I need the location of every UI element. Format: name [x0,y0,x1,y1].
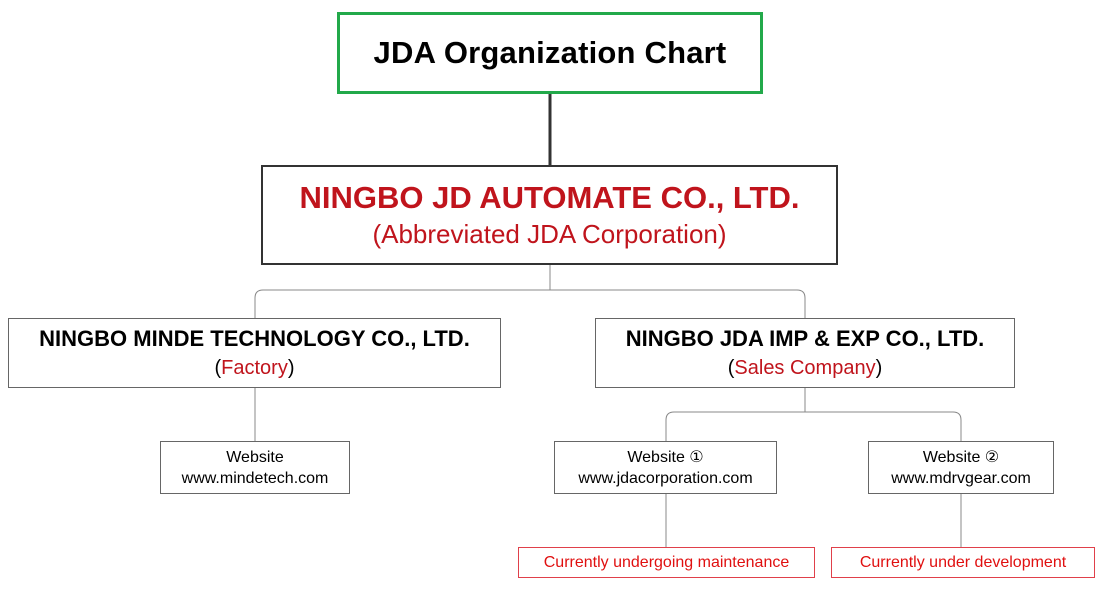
website-url[interactable]: www.mdrvgear.com [891,469,1031,487]
status-box-development: Currently under development [831,547,1095,578]
chart-title-box: JDA Organization Chart [337,12,763,94]
chart-title: JDA Organization Chart [373,35,727,70]
subsidiary-role-line: (Sales Company) [728,354,883,382]
subsidiary-box-factory: NINGBO MINDE TECHNOLOGY CO., LTD. (Facto… [8,318,501,388]
subsidiary-role-line: (Factory) [214,354,294,382]
website-box-mdrvgear: Website ② www.mdrvgear.com [868,441,1054,494]
role-open-paren: ( [214,357,222,379]
website-status: Currently undergoing maintenance [543,553,790,571]
website-url[interactable]: www.mindetech.com [181,469,329,487]
subsidiary-name: NINGBO MINDE TECHNOLOGY CO., LTD. [39,326,470,351]
subsidiary-role: Factory [221,357,288,379]
main-company-box: NINGBO JD AUTOMATE CO., LTD. (Abbreviate… [261,165,838,265]
main-to-subsidiaries-connector [254,265,806,318]
website-status: Currently under development [859,553,1067,571]
status-box-maintenance: Currently undergoing maintenance [518,547,815,578]
sales-to-websites-connector [665,388,962,441]
website-label: Website ① [627,448,704,466]
main-company-abbreviation: (Abbreviated JDA Corporation) [372,219,727,249]
main-company-name: NINGBO JD AUTOMATE CO., LTD. [299,180,800,215]
website-label: Website ② [922,448,1000,466]
role-open-paren: ( [727,357,735,379]
subsidiary-box-sales: NINGBO JDA IMP & EXP CO., LTD. (Sales Co… [595,318,1015,388]
website-url[interactable]: www.jdacorporation.com [578,469,753,487]
website-box-mindetech: Website www.mindetech.com [160,441,350,494]
role-close-paren: ) [287,357,295,379]
role-close-paren: ) [875,357,883,379]
subsidiary-role: Sales Company [734,357,876,379]
subsidiary-name: NINGBO JDA IMP & EXP CO., LTD. [625,326,985,351]
website-box-jdacorporation: Website ① www.jdacorporation.com [554,441,777,494]
website-label: Website [226,448,284,466]
